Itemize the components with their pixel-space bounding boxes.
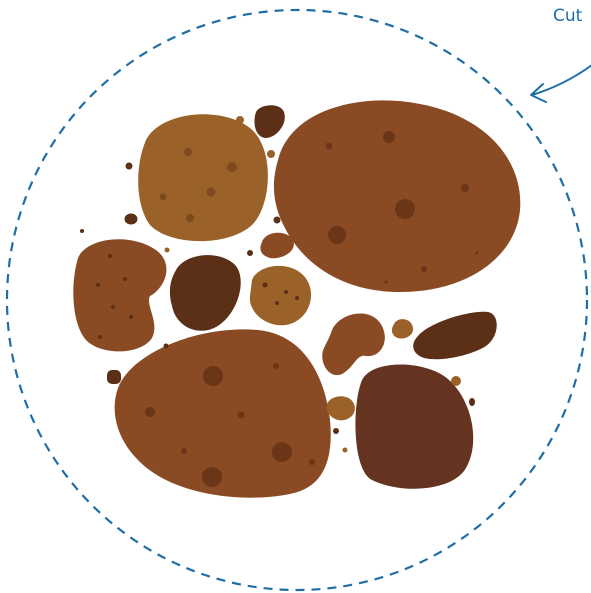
soil-aggregate-dark-top [254,105,284,138]
soil-particle [343,448,348,453]
soil-particle [451,376,461,386]
pore-spot [326,143,333,150]
pore-spot [203,366,223,386]
soil-aggregate-dark-elongated [413,312,497,359]
soil-aggregate-light-upper-left [138,114,268,241]
soil-particle [107,370,121,384]
pore-spot [273,363,279,369]
soil-particle [333,428,339,434]
pore-spot [461,184,469,192]
pore-spot [421,266,427,272]
pore-spot [385,281,388,284]
soil-aggregate-small-stone [327,396,355,420]
soil-particle [267,150,275,158]
soil-aggregate-irregular [322,314,385,376]
pore-spot [202,467,222,487]
soil-particle [165,248,170,253]
curved-arrow-icon [532,62,591,95]
pore-spot [145,407,155,417]
pore-spot [284,290,288,294]
pore-spot [328,226,346,244]
soil-particle [125,214,138,225]
soil-aggregate-large-upper [274,100,520,292]
pore-spot [227,162,237,172]
pore-spot [309,459,315,465]
soil-particle [126,163,133,170]
cut-label: Cut [553,6,582,26]
pore-spot [160,194,167,201]
pore-spot [123,277,127,281]
pore-spot [184,148,192,156]
soil-particle [80,229,84,233]
pore-spot [263,283,268,288]
pore-spot [207,188,216,197]
pore-spot [181,448,187,454]
soil-particle [247,250,253,256]
pore-spot [272,442,292,462]
pore-spot [275,301,279,305]
soil-particle [236,116,244,124]
soil-aggregate-small-light [250,266,311,325]
pore-spot [111,305,115,309]
pore-spot [186,214,194,222]
soil-aggregate-dark-center [170,255,241,331]
pore-spot [129,315,133,319]
soil-particle [164,344,169,349]
pore-spot [395,199,415,219]
soil-aggregate-left [73,239,166,351]
soil-particle [469,398,475,406]
pore-spot [383,131,395,143]
pore-spot [108,254,112,258]
pore-spot [98,335,102,339]
soil-aggregate-nugget [392,319,413,338]
soil-aggregate-pebble [260,233,293,259]
pore-spot [295,296,299,300]
pore-spot [96,283,100,287]
pore-spot [238,412,245,419]
pore-spot [476,252,479,255]
soil-particle [274,217,281,224]
